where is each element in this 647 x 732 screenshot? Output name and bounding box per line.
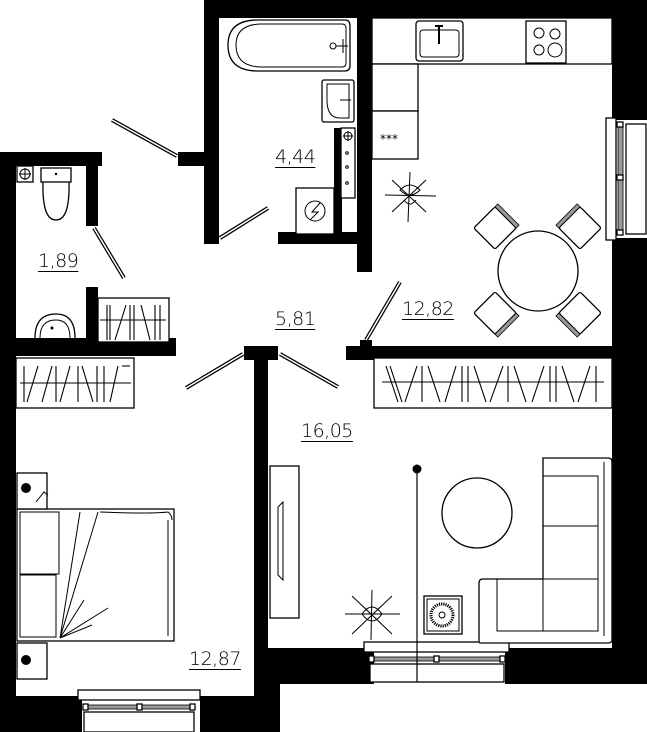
bed (16, 508, 175, 642)
tv-stand (269, 465, 300, 619)
area-label-kitchen: 12,82 (402, 298, 454, 320)
corner-sofa (478, 457, 613, 644)
living-wardrobe (373, 357, 613, 409)
area-label-hallway: 5,81 (275, 308, 316, 330)
hall-wardrobe (97, 297, 170, 343)
svg-text:***: *** (380, 132, 398, 146)
living-plant (345, 589, 400, 641)
coffee-table (441, 477, 513, 549)
kitchen-window (605, 117, 647, 241)
area-label-toilet: 1,89 (38, 250, 79, 272)
bedroom-window (77, 689, 201, 732)
washing-machine (295, 187, 335, 235)
area-label-bathroom: 4,44 (275, 146, 316, 168)
nightstands (16, 472, 49, 680)
kitchen-plant (384, 171, 437, 223)
area-label-living-room: 16,05 (301, 420, 353, 442)
pendant-lamp (412, 464, 422, 682)
dining-table (473, 203, 602, 338)
stove (525, 20, 567, 64)
doors (92, 118, 402, 390)
bathroom-sink (321, 79, 355, 123)
boiler-pipes (340, 127, 356, 199)
bathtub (227, 19, 351, 72)
air-conditioner (423, 595, 463, 635)
kitchen-sink (415, 20, 464, 62)
toilet-fixture (16, 165, 72, 221)
kitchen-counter: *** (371, 17, 613, 160)
area-label-bedroom: 12,87 (189, 648, 241, 670)
bedroom-wardrobe (15, 357, 135, 409)
living-room-window (363, 641, 510, 683)
toilet-sink (34, 313, 76, 339)
